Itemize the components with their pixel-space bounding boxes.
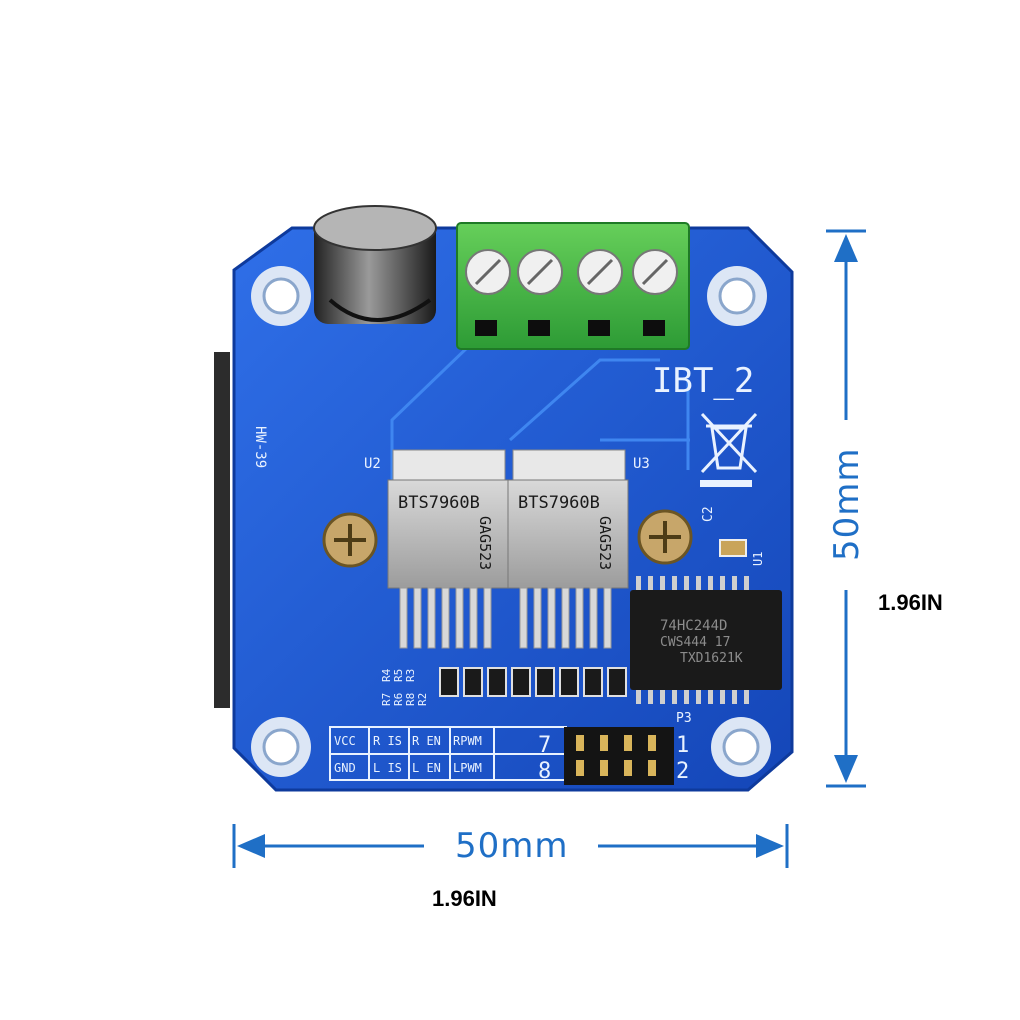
height-inch-label: 1.96IN — [878, 590, 943, 615]
svg-text:R8: R8 — [404, 693, 417, 706]
terminal-screw-2 — [517, 249, 563, 295]
logic-chip-line1: 74HC244D — [660, 618, 727, 634]
pin-l-is-label: L IS — [373, 761, 402, 775]
terminal-screw-3 — [577, 249, 623, 295]
logic-chip: 74HC244D CWS444 17 TXD1621K — [630, 576, 782, 704]
header-num-2: 2 — [676, 759, 689, 784]
chip-right-code: GAG523 — [596, 516, 614, 570]
board-title: IBT_2 — [652, 361, 754, 401]
width-dimension-line — [232, 824, 789, 868]
header-num-7: 7 — [538, 733, 551, 758]
ref-u1: U1 — [751, 552, 765, 566]
pin-lpwm-label: LPWM — [453, 761, 482, 775]
heatsink-edge — [214, 352, 230, 708]
width-mm-label: 50mm — [455, 826, 569, 866]
ref-u3: U3 — [633, 456, 650, 472]
ref-u2: U2 — [364, 456, 381, 472]
svg-text:R2: R2 — [416, 693, 429, 706]
recycle-bin-icon — [700, 412, 758, 487]
pin-r-is-label: R IS — [373, 734, 402, 748]
mounting-hole-top-right — [707, 266, 767, 326]
pin-header — [564, 727, 674, 785]
logic-chip-line2: CWS444 17 — [660, 635, 730, 650]
ref-p3: P3 — [676, 711, 692, 726]
pin-gnd-label: GND — [334, 761, 356, 775]
driver-chip-left: BTS7960B GAG523 — [387, 449, 509, 649]
smd-resistor-array — [439, 667, 627, 697]
screw-terminal-block — [456, 222, 690, 350]
smd-capacitor — [719, 539, 747, 557]
chip-right-label: BTS7960B — [518, 493, 600, 513]
mounting-hole-top-left — [251, 266, 311, 326]
height-dimension-line — [826, 229, 866, 788]
svg-text:R3: R3 — [404, 669, 417, 682]
mounting-hole-bottom-right — [711, 717, 771, 777]
logic-chip-line3: TXD1621K — [680, 651, 743, 666]
terminal-screw-4 — [632, 249, 678, 295]
width-inch-label: 1.96IN — [432, 886, 497, 911]
chip-left-code: GAG523 — [476, 516, 494, 570]
svg-text:R6: R6 — [392, 693, 405, 706]
driver-chip-right: BTS7960B GAG523 — [507, 449, 629, 649]
model-mark: HW-39 — [252, 426, 268, 468]
resistor-labels: R7 R6 R4 R5 R3 R8 R2 — [380, 668, 429, 706]
header-num-8: 8 — [538, 759, 551, 784]
pin-rpwm-label: RPWM — [453, 734, 482, 748]
height-mm-label: 50mm — [827, 447, 867, 561]
pin-vcc-label: VCC — [334, 734, 356, 748]
electrolytic-capacitor — [313, 205, 437, 324]
pin-r-en-label: R EN — [412, 734, 441, 748]
mounting-hole-bottom-left — [251, 717, 311, 777]
chip-left-label: BTS7960B — [398, 493, 480, 513]
svg-text:R7: R7 — [380, 693, 393, 706]
pin-l-en-label: L EN — [412, 761, 441, 775]
screw-left-icon — [322, 512, 378, 568]
terminal-screw-1 — [465, 249, 511, 295]
screw-right-icon — [637, 509, 693, 565]
svg-text:R4: R4 — [380, 668, 393, 682]
svg-text:R5: R5 — [392, 669, 405, 682]
ref-c2: C2 — [701, 506, 716, 522]
header-num-1: 1 — [676, 733, 689, 758]
